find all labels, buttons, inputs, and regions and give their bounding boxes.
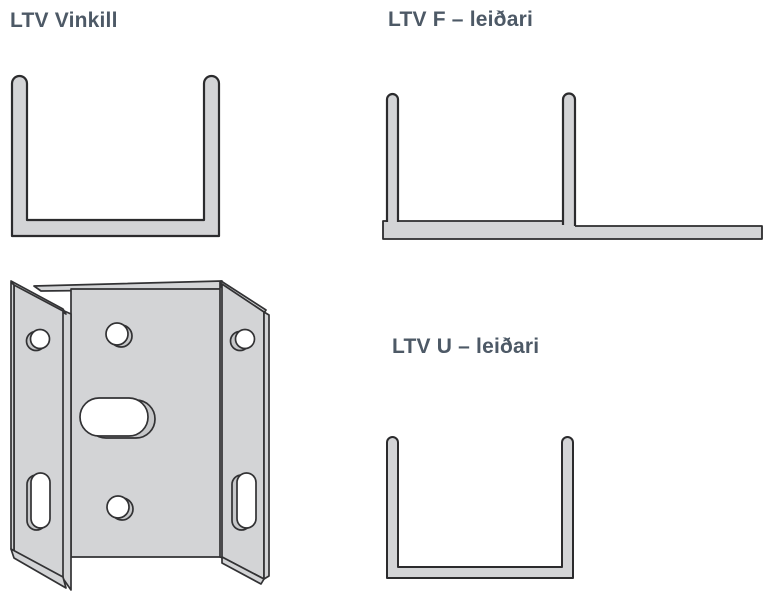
bracket-right-wing-face <box>221 283 265 580</box>
u-channel-profile-drawing <box>10 74 221 238</box>
bracket-right-wing-outer-edge <box>263 311 270 580</box>
bracket-left-wing-front-edge <box>10 281 15 553</box>
section-title-vinkill: LTV Vinkill <box>10 9 118 32</box>
f-rail-profile-drawing <box>382 92 763 240</box>
f-rail-left-prong-fill <box>387 94 398 227</box>
right-wing-hole <box>234 328 256 350</box>
left-wing-hole <box>29 328 51 350</box>
left-wing-slot <box>30 472 51 529</box>
plate-bottom-hole <box>106 495 130 519</box>
f-rail-left-prong <box>385 92 400 222</box>
f-rail-mid-prong <box>561 92 577 226</box>
u-rail-shape <box>386 436 574 579</box>
bracket-left-wing-bottom-edge <box>10 548 67 589</box>
plate-top-hole <box>105 322 129 346</box>
plate-slot-hole <box>79 397 149 437</box>
bracket-right-wing-bottom-edge <box>221 556 265 585</box>
f-rail-mid-prong-fill <box>563 93 575 232</box>
angle-bracket-drawing <box>10 280 270 591</box>
u-channel-shape <box>10 74 221 238</box>
right-wing-slot <box>236 472 257 529</box>
section-title-f-leidari: LTV F – leiðari <box>388 8 533 31</box>
u-rail-profile-drawing <box>386 436 574 579</box>
section-title-u-leidari: LTV U – leiðari <box>392 335 540 358</box>
